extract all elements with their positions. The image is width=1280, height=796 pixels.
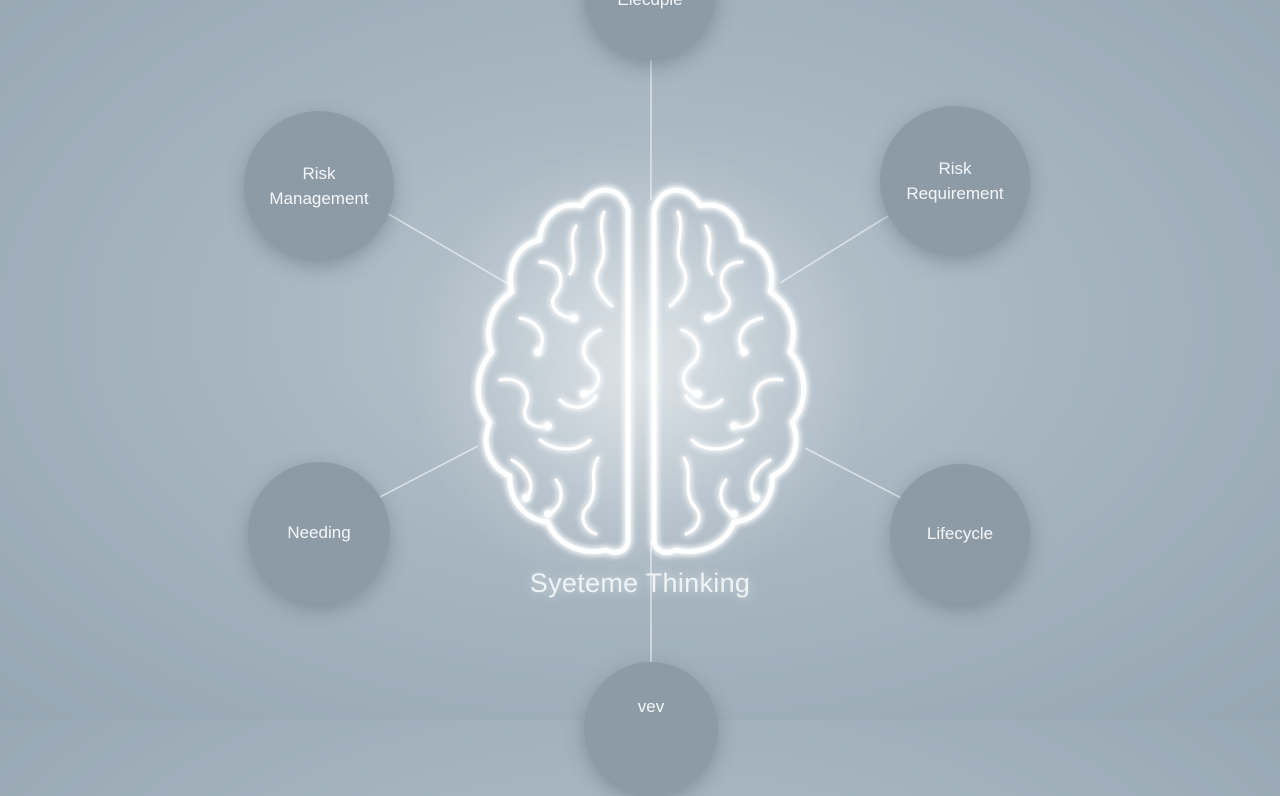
node-top-left-label: Risk Management bbox=[269, 163, 369, 209]
node-top-label: Elecdpie bbox=[617, 0, 682, 12]
brain-icon bbox=[411, 142, 871, 602]
node-bottom-right: Lifecycle bbox=[890, 464, 1030, 604]
node-bottom-right-label: Lifecycle bbox=[926, 524, 994, 544]
node-bottom-label: vev bbox=[637, 697, 665, 716]
node-top-left: Risk Management bbox=[244, 111, 394, 261]
node-bottom-left-label: Needing bbox=[287, 523, 351, 543]
center-title: Syeteme Thinking bbox=[529, 568, 751, 598]
node-top-right-label: Risk Requirement bbox=[906, 158, 1004, 204]
node-bottom: vev bbox=[584, 662, 718, 796]
brain-left-hemisphere bbox=[475, 187, 631, 555]
systems-thinking-diagram: Elecdpie Risk Management Risk Requiremen… bbox=[244, 0, 1030, 796]
node-bottom-left: Needing bbox=[248, 462, 390, 604]
node-top-right: Risk Requirement bbox=[880, 106, 1030, 256]
brain-right-hemisphere bbox=[651, 187, 807, 555]
